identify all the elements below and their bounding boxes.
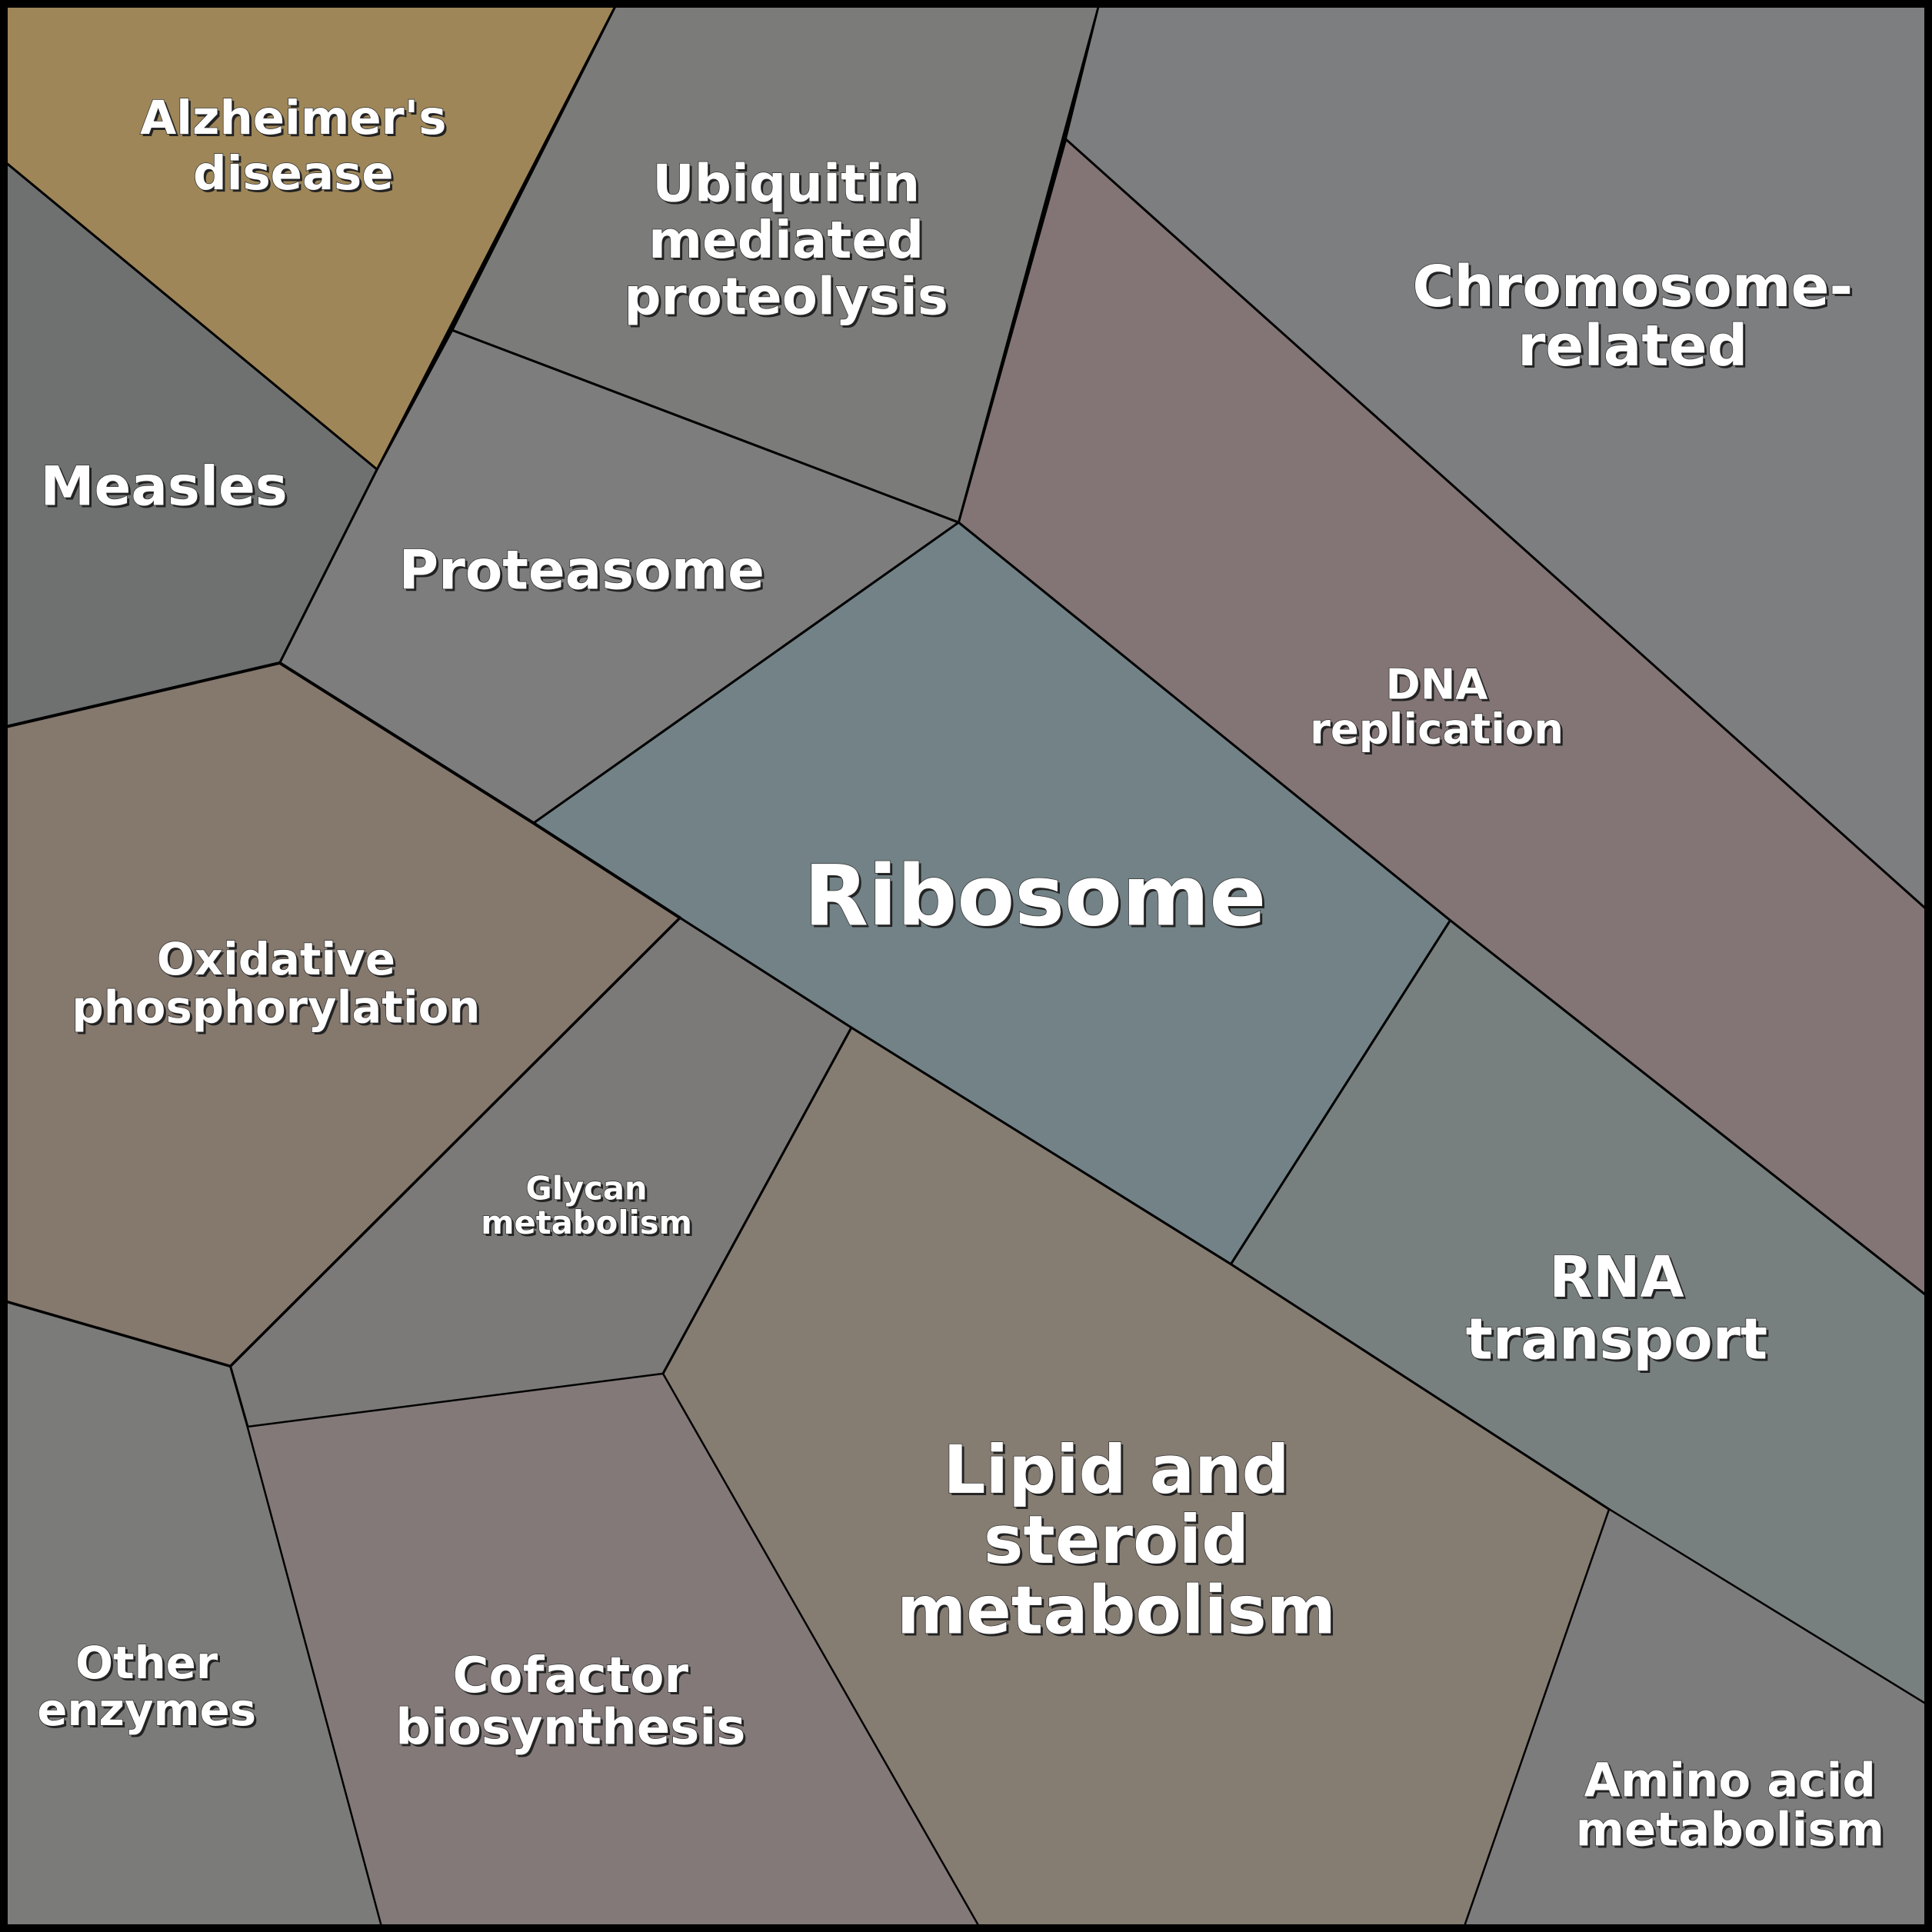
cell-label-shadow: transport: [1468, 1309, 1770, 1374]
cell-label-ribosome: Ribosome: [804, 847, 1266, 944]
cell-label-oxidative: Oxidative: [157, 933, 395, 985]
cell-label-shadow: Cofactor: [455, 1650, 691, 1707]
cell-label-amino-acid: metabolism: [1575, 1802, 1884, 1857]
cell-label-oxidative: phosphorylation: [72, 981, 480, 1034]
cell-label-lipid: steroid: [984, 1502, 1249, 1579]
cell-label-shadow: Alzheimer's: [142, 93, 448, 148]
cell-label-alzheimers: Alzheimer's: [140, 91, 446, 145]
cell-label-chromosome: Chromosome-: [1412, 255, 1853, 320]
cell-label-proteasome: Proteasome: [398, 539, 764, 602]
cell-label-chromosome: related: [1517, 314, 1747, 379]
cell-label-shadow: Other: [78, 1639, 221, 1691]
cell-label-shadow: Lipid and: [945, 1434, 1291, 1511]
cell-cofactor[interactable]: [247, 1373, 983, 1932]
cell-label-cofactor: Cofactor: [453, 1647, 689, 1704]
cell-label-shadow: metabolism: [483, 1206, 695, 1244]
cell-label-shadow: replication: [1312, 706, 1566, 755]
cell-label-dna-replication: replication: [1310, 704, 1564, 753]
cell-label-glycan: Glycan: [526, 1169, 648, 1207]
cell-label-dna-replication: DNA: [1386, 660, 1488, 709]
cell-label-shadow: steroid: [986, 1504, 1251, 1581]
cell-label-shadow: proteolysis: [626, 269, 951, 329]
cell-label-shadow: Oxidative: [159, 935, 398, 988]
cell-label-lipid: metabolism: [897, 1572, 1336, 1649]
cell-label-shadow: disease: [195, 148, 396, 203]
cell-label-shadow: Ubiquitin: [655, 155, 922, 215]
cell-label-shadow: DNA: [1388, 662, 1491, 711]
cell-label-shadow: Ribosome: [806, 849, 1268, 947]
cell-label-shadow: Measles: [42, 458, 289, 521]
cell-label-shadow: Proteasome: [401, 541, 766, 605]
cell-label-shadow: Glycan: [528, 1171, 650, 1209]
cell-label-shadow: metabolism: [1577, 1804, 1887, 1859]
cell-label-other-enzymes: enzymes: [37, 1684, 256, 1736]
cell-label-shadow: Chromosome-: [1414, 257, 1855, 322]
cell-label-shadow: enzymes: [39, 1686, 258, 1738]
cell-label-ubiquitin: Ubiquitin: [652, 153, 920, 213]
cell-label-rna-transport: RNA: [1549, 1245, 1684, 1311]
cell-label-shadow: phosphorylation: [74, 984, 482, 1036]
cell-amino-acid[interactable]: [1461, 1508, 1932, 1932]
cell-label-alzheimers: disease: [193, 146, 394, 201]
cell-label-other-enzymes: Other: [75, 1637, 218, 1689]
cell-label-shadow: metabolism: [899, 1574, 1338, 1651]
cell-label-shadow: RNA: [1551, 1247, 1686, 1313]
cell-label-rna-transport: transport: [1466, 1307, 1768, 1372]
cell-label-lipid: Lipid and: [943, 1432, 1289, 1509]
cell-label-shadow: Amino acid: [1587, 1755, 1878, 1810]
cell-label-shadow: biosynthesis: [398, 1702, 748, 1759]
cell-label-glycan: metabolism: [481, 1204, 692, 1241]
cell-label-ubiquitin: proteolysis: [624, 267, 948, 327]
cell-label-amino-acid: Amino acid: [1584, 1753, 1876, 1807]
cell-label-shadow: related: [1520, 316, 1750, 381]
cell-label-shadow: mediated: [651, 212, 926, 272]
cell-chromosome[interactable]: [1064, 0, 1932, 915]
cell-label-ubiquitin: mediated: [648, 210, 924, 270]
cell-label-measles: Measles: [40, 455, 287, 518]
cell-label-cofactor: biosynthesis: [395, 1700, 745, 1757]
